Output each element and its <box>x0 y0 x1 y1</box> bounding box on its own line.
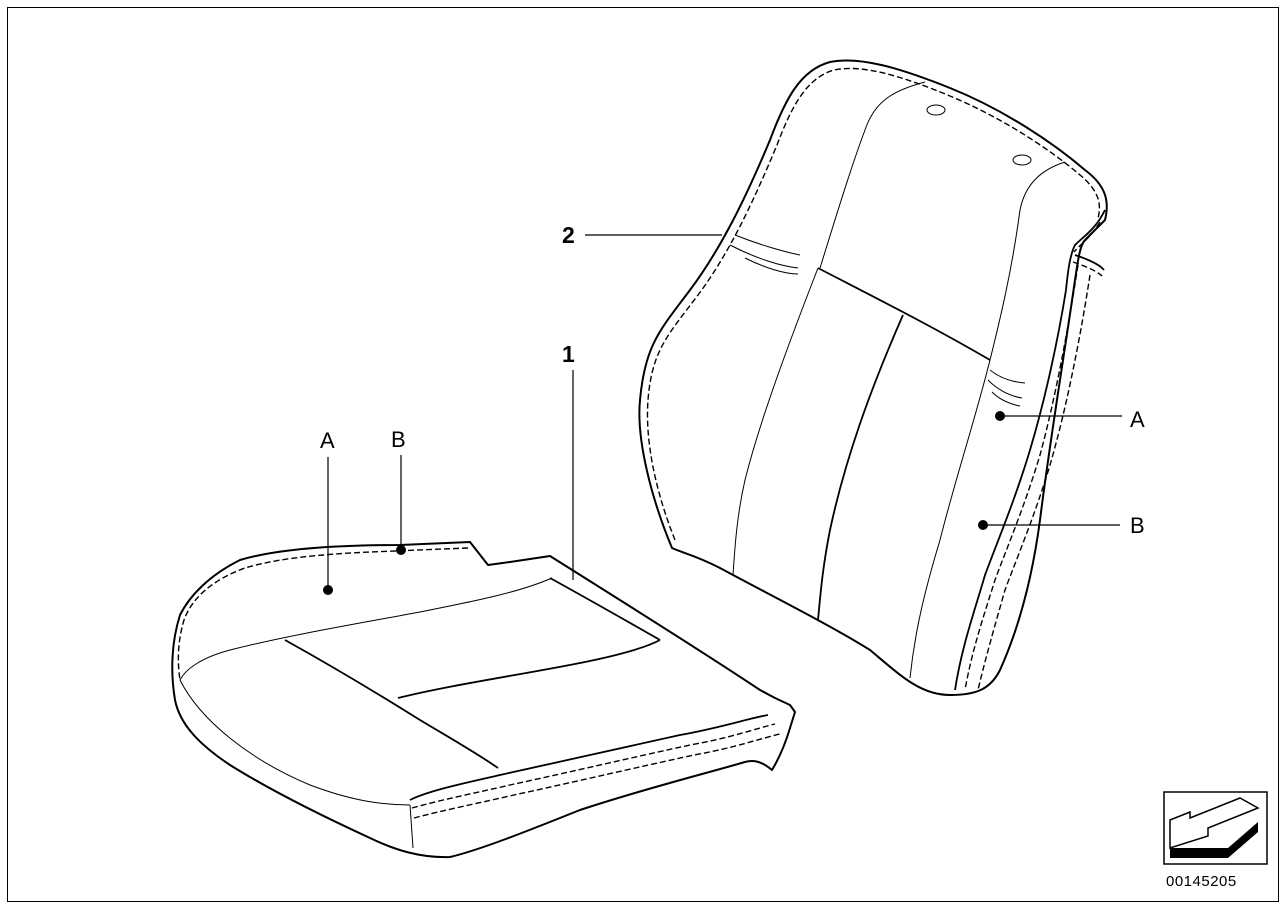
backrest-a-label: A <box>1130 407 1145 432</box>
part-2-label: 2 <box>562 222 575 248</box>
backrest-b-label: B <box>1130 513 1145 538</box>
cushion-a-point <box>323 585 333 595</box>
drawing-number: 00145205 <box>1166 873 1237 890</box>
diagram-frame <box>7 7 1279 902</box>
backrest-b-point <box>978 520 988 530</box>
cushion-a-label: A <box>320 428 335 453</box>
cushion-b-label: B <box>391 427 406 452</box>
seat-cushion-cover <box>171 541 796 859</box>
part-1-label: 1 <box>562 341 575 367</box>
arrow-icon <box>1163 791 1268 865</box>
cushion-b-point <box>396 545 406 555</box>
backrest-cover <box>638 59 1108 696</box>
backrest-a-point <box>995 411 1005 421</box>
